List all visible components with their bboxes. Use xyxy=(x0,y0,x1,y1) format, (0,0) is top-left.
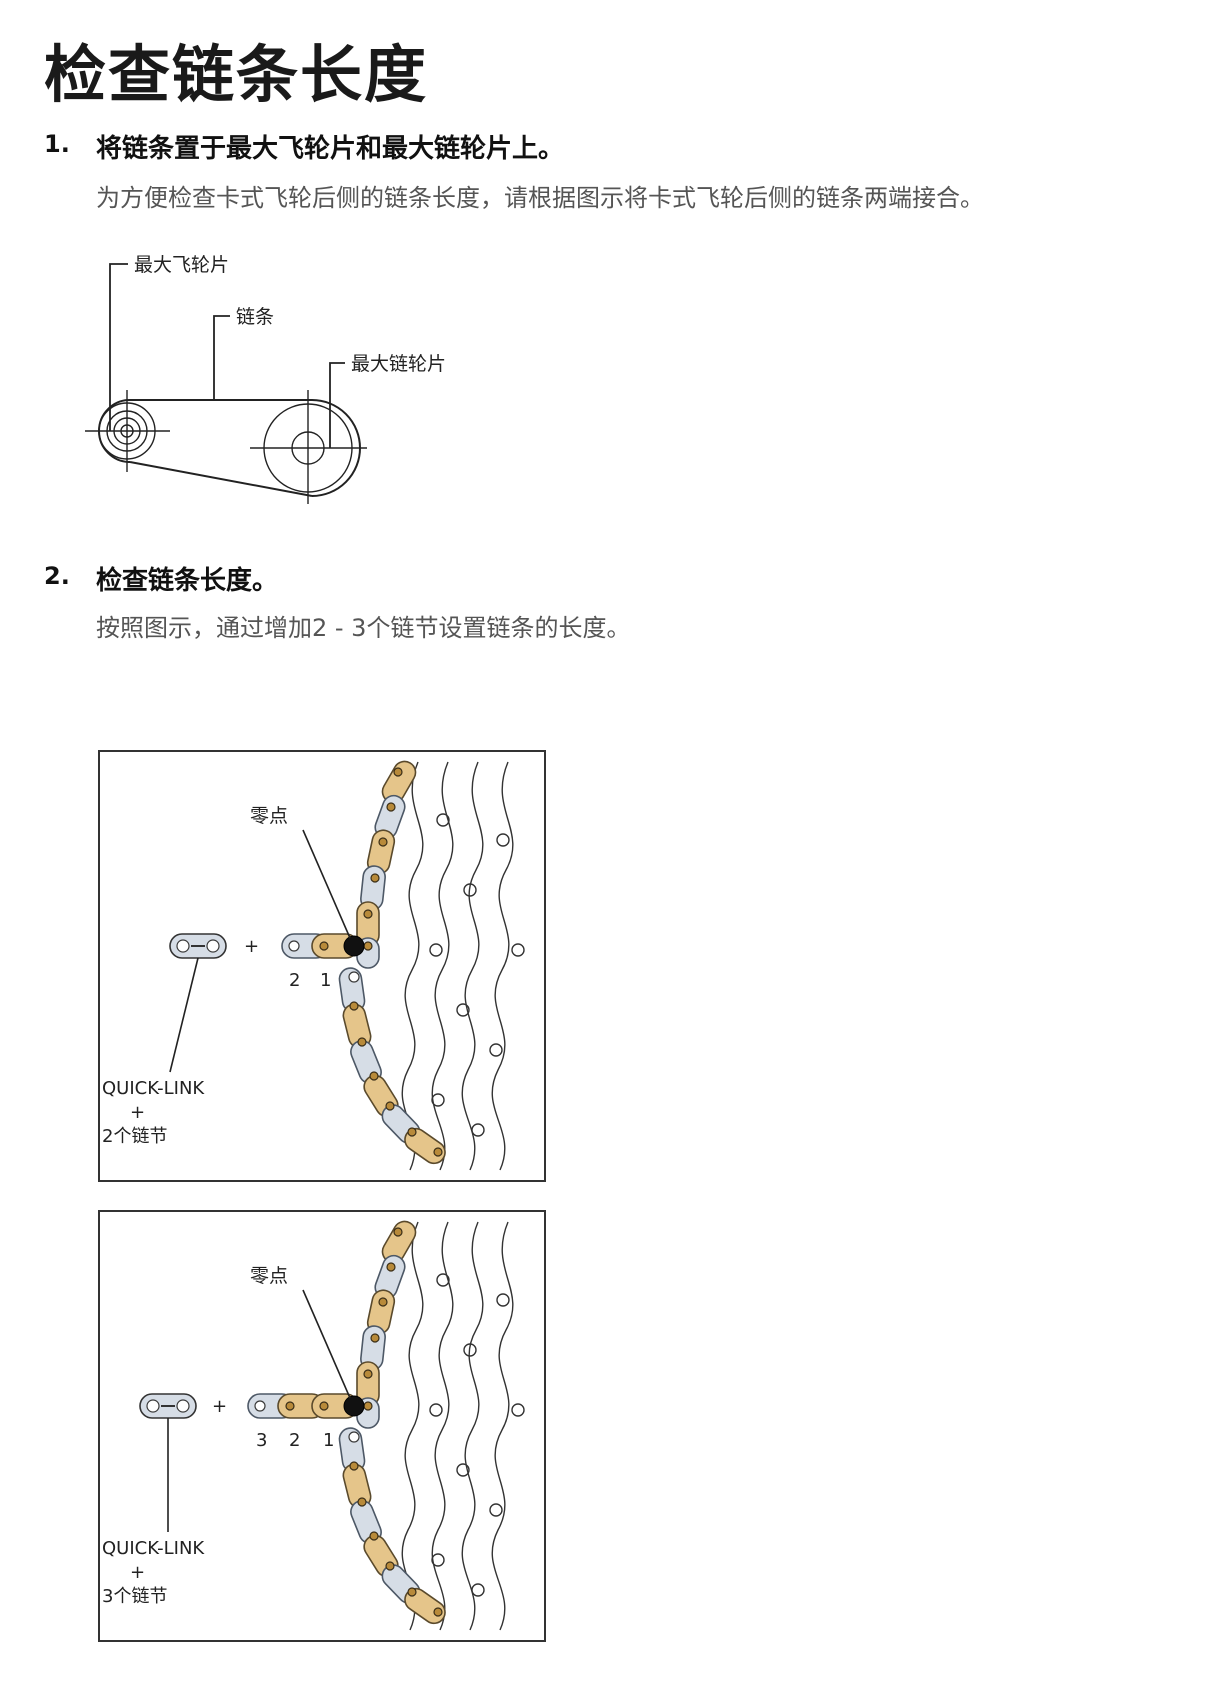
step2-heading: 检查链条长度。 xyxy=(96,566,279,596)
link-number: 2 xyxy=(289,1430,300,1451)
step2-number: 2. xyxy=(44,562,70,590)
plus-sign: + xyxy=(244,936,259,957)
added-links xyxy=(247,1393,359,1419)
link-number: 2 xyxy=(289,970,300,991)
chain-figure-2-links: 零点 + 2 1 QUICK-LINK + 2个链节 xyxy=(98,750,546,1182)
cassette-sprockets xyxy=(401,1221,525,1631)
drivetrain-diagram: 最大飞轮片 链条 最大链轮片 xyxy=(85,254,446,504)
quick-link-icon xyxy=(139,1393,197,1419)
zero-point-marker xyxy=(343,1395,365,1417)
zero-point-marker xyxy=(343,935,365,957)
chain-figure-3-links: 零点 + 3 2 1 QUICK-LINK + 3个链节 xyxy=(98,1210,546,1642)
label-largest-chainring: 最大链轮片 xyxy=(351,353,446,375)
chain-strand-bottom xyxy=(338,967,446,1165)
leader-lines xyxy=(109,263,345,448)
cog-circles xyxy=(85,390,170,472)
quick-link-icon xyxy=(169,933,227,959)
links-count-label: 3个链节 xyxy=(102,1586,167,1607)
zero-point-label: 零点 xyxy=(250,1265,288,1287)
chainring-circles xyxy=(250,390,367,504)
step2-description: 按照图示，通过增加2 - 3个链节设置链条的长度。 xyxy=(96,614,631,642)
label-chain: 链条 xyxy=(236,306,274,328)
step1-number: 1. xyxy=(44,130,70,158)
quicklink-label: QUICK-LINK xyxy=(102,1538,205,1559)
step1-description: 为方便检查卡式飞轮后侧的链条长度，请根据图示将卡式飞轮后侧的链条两端接合。 xyxy=(96,184,984,212)
link-number: 1 xyxy=(323,1430,334,1451)
cassette-sprockets xyxy=(401,761,525,1171)
link-number: 3 xyxy=(256,1430,267,1451)
step1-heading: 将链条置于最大飞轮片和最大链轮片上。 xyxy=(96,134,565,164)
page-title: 检查链条长度 xyxy=(44,38,429,111)
quicklink-plus: + xyxy=(130,1562,145,1583)
zero-point-label: 零点 xyxy=(250,805,288,827)
links-count-label: 2个链节 xyxy=(102,1126,167,1147)
label-largest-cog: 最大飞轮片 xyxy=(134,254,229,276)
chain-strand-bottom xyxy=(338,1427,446,1625)
quicklink-label: QUICK-LINK xyxy=(102,1078,205,1099)
plus-sign: + xyxy=(212,1396,227,1417)
link-number: 1 xyxy=(320,970,331,991)
quicklink-plus: + xyxy=(130,1102,145,1123)
